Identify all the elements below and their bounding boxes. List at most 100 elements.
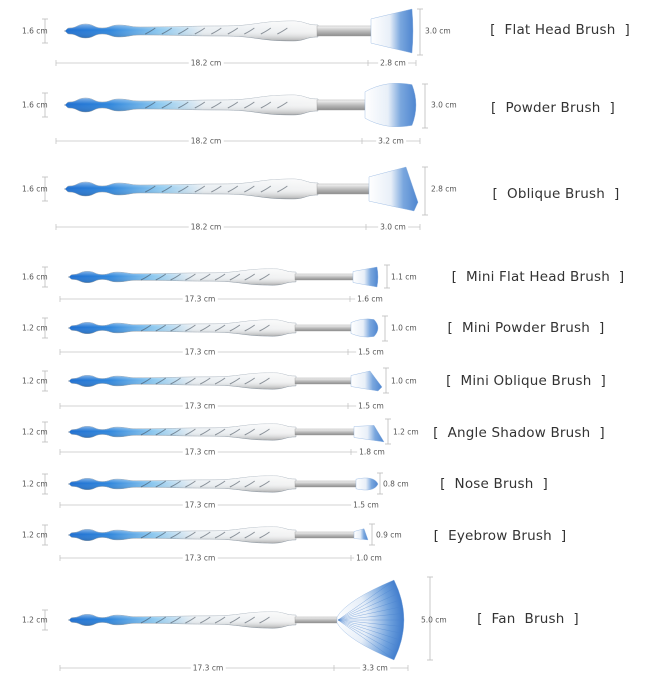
brush-ferrule: [294, 377, 353, 385]
handle-shine: [68, 611, 296, 629]
handle-shine: [68, 268, 296, 286]
handle-twist-lines: [140, 273, 270, 281]
fan-bristle-strands: [337, 581, 402, 659]
handle-shine: [68, 526, 296, 544]
head-length-label: 3.0 cm: [378, 222, 408, 232]
handle-length-label: 17.3 cm: [182, 401, 218, 411]
handle-shine: [64, 21, 318, 41]
head-height-label: 0.9 cm: [376, 530, 402, 540]
head-height-label: 1.1 cm: [391, 272, 417, 282]
brush-name: [ Fan Brush ]: [477, 611, 579, 627]
eyebrow-bristles-icon: [353, 528, 369, 541]
handle-shine: [64, 179, 318, 199]
brush-ferrule: [294, 273, 355, 281]
brush-ferrule: [316, 183, 371, 195]
brush-9: [42, 523, 375, 561]
brush-name: [ Flat Head Brush ]: [490, 22, 630, 38]
handle-width-label: 1.2 cm: [22, 323, 48, 333]
brush-8: [42, 472, 383, 508]
handle-width-label: 1.6 cm: [22, 100, 48, 110]
dome-bristles-icon: [350, 318, 379, 338]
brush-2: [42, 83, 428, 144]
brush-ferrule: [294, 428, 356, 436]
brush-1: [42, 8, 423, 66]
brush-4: [42, 264, 390, 302]
head-length-label: 1.8 cm: [357, 447, 387, 457]
brush-name: [ Mini Flat Head Brush ]: [451, 269, 625, 285]
brush-name: [ Mini Oblique Brush ]: [446, 373, 606, 389]
brush-10: [42, 576, 433, 671]
head-length-label: 1.0 cm: [354, 553, 384, 563]
head-length-label: 2.8 cm: [378, 58, 408, 68]
handle-twist-lines: [140, 616, 270, 624]
handle-width-label: 1.2 cm: [22, 479, 48, 489]
brush-ferrule: [294, 480, 358, 488]
head-length-label: 3.2 cm: [376, 136, 406, 146]
handle-twist-lines: [140, 324, 270, 332]
head-height-label: 3.0 cm: [431, 100, 457, 110]
head-length-label: 1.5 cm: [356, 347, 386, 357]
head-length-label: 3.3 cm: [360, 663, 390, 673]
head-height-label: 1.2 cm: [393, 427, 419, 437]
handle-length-label: 17.3 cm: [182, 294, 218, 304]
handle-length-label: 17.3 cm: [190, 663, 226, 673]
handle-twist-lines: [140, 531, 270, 539]
brush-ferrule: [294, 531, 356, 539]
brush-ferrule: [316, 25, 373, 37]
handle-length-label: 18.2 cm: [188, 58, 224, 68]
handle-shine: [68, 475, 296, 493]
brush-ferrule: [316, 99, 367, 111]
head-height-label: 1.0 cm: [391, 323, 417, 333]
brush-name: [ Nose Brush ]: [440, 476, 548, 492]
handle-width-label: 1.2 cm: [22, 530, 48, 540]
handle-twist-lines: [140, 377, 270, 385]
handle-width-label: 1.6 cm: [22, 26, 48, 36]
flat-bristles-icon: [352, 266, 379, 288]
handle-shine: [68, 423, 296, 441]
head-length-label: 1.6 cm: [355, 294, 385, 304]
brush-ferrule: [294, 324, 353, 332]
brush-name: [ Eyebrow Brush ]: [433, 528, 567, 544]
head-length-label: 1.5 cm: [351, 500, 381, 510]
handle-length-label: 17.3 cm: [182, 347, 218, 357]
handle-width-label: 1.2 cm: [22, 615, 48, 625]
brush-ferrule: [294, 616, 339, 624]
head-height-label: 3.0 cm: [425, 26, 451, 36]
handle-twist-lines: [145, 185, 288, 193]
oblique-bristles-icon: [350, 370, 383, 392]
handle-width-label: 1.2 cm: [22, 427, 48, 437]
dome-bristles-icon: [364, 83, 417, 127]
brush-7: [42, 418, 391, 455]
handle-length-label: 17.3 cm: [182, 500, 218, 510]
handle-shine: [68, 372, 296, 390]
head-height-label: 2.8 cm: [431, 184, 457, 194]
handle-twist-lines: [145, 101, 288, 109]
brush-3: [42, 166, 428, 230]
handle-length-label: 18.2 cm: [188, 136, 224, 146]
brush-name: [ Angle Shadow Brush ]: [433, 425, 605, 441]
handle-twist-lines: [140, 428, 270, 436]
handle-length-label: 17.3 cm: [182, 553, 218, 563]
brush-6: [42, 367, 389, 409]
handle-length-label: 17.3 cm: [182, 447, 218, 457]
brush-name: [ Mini Powder Brush ]: [447, 320, 605, 336]
handle-twist-lines: [145, 27, 288, 35]
handle-width-label: 1.6 cm: [22, 272, 48, 282]
handle-twist-lines: [140, 480, 270, 488]
head-height-label: 5.0 cm: [421, 615, 447, 625]
handle-width-label: 1.6 cm: [22, 184, 48, 194]
handle-shine: [68, 319, 296, 337]
brush-name: [ Powder Brush ]: [491, 100, 615, 116]
head-height-label: 0.8 cm: [383, 479, 409, 489]
flat-bristles-icon: [370, 8, 414, 54]
head-height-label: 1.0 cm: [391, 376, 417, 386]
handle-shine: [64, 95, 318, 115]
head-length-label: 1.5 cm: [356, 401, 386, 411]
handle-length-label: 18.2 cm: [188, 222, 224, 232]
oblique-bristles-icon: [368, 166, 419, 212]
handle-width-label: 1.2 cm: [22, 376, 48, 386]
round-bristles-icon: [355, 477, 379, 491]
brush-name: [ Oblique Brush ]: [492, 186, 620, 202]
